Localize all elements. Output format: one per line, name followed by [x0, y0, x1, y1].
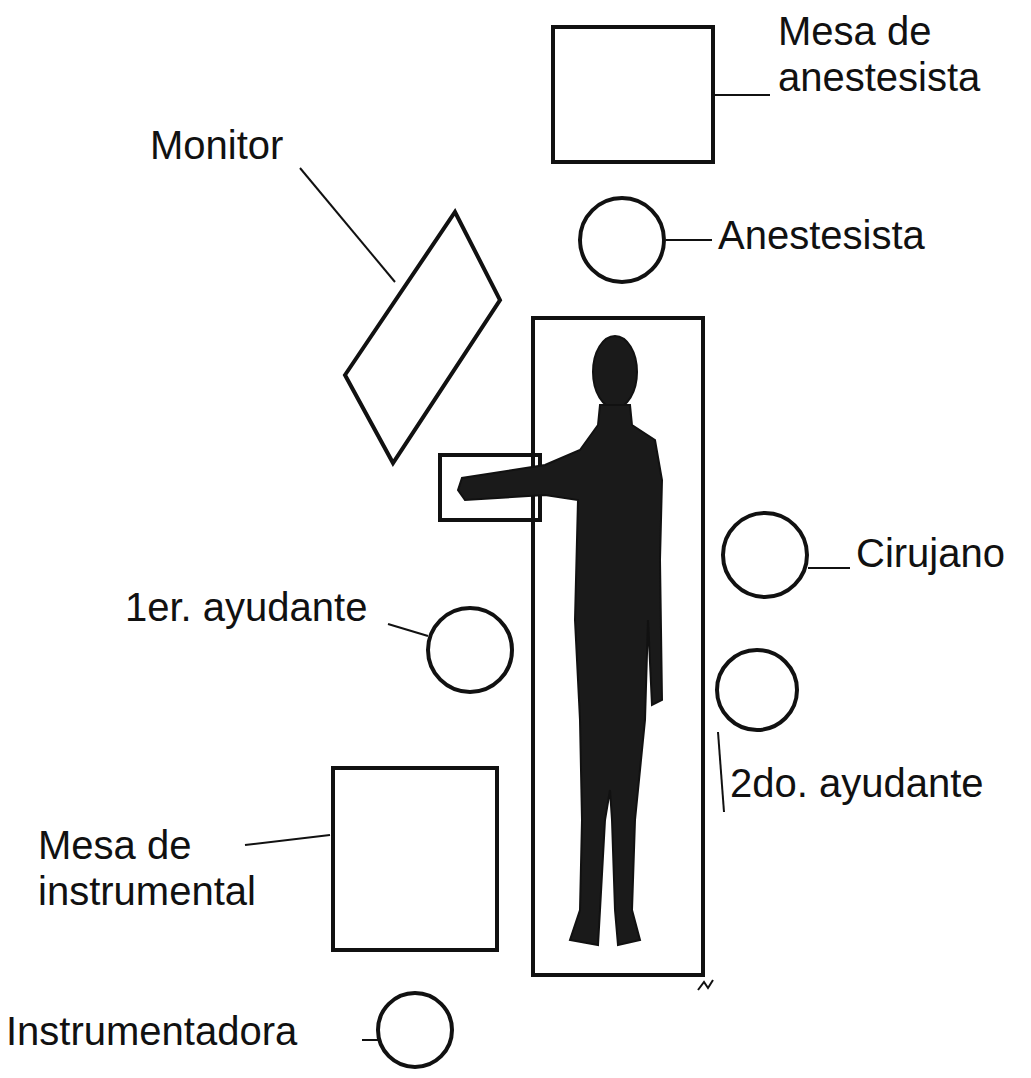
staff-label: Anestesista: [718, 212, 925, 258]
surgeon-circle: [723, 513, 807, 597]
leader-line: [362, 1039, 378, 1041]
leader-line: [245, 835, 330, 845]
second-assistant-circle: [717, 650, 797, 730]
first-assistant-circle: [428, 608, 512, 692]
leader-line: [808, 567, 850, 569]
table-label: Mesa de anestesista: [778, 8, 1023, 100]
patient-silhouette: [458, 405, 662, 945]
leader-line: [666, 239, 712, 241]
leader-line: [388, 624, 428, 636]
leader-line: [300, 168, 395, 282]
corner-mark: [698, 980, 713, 990]
patient-head: [593, 336, 637, 408]
anesthetist-circle: [580, 198, 664, 282]
anesthesia-table: [553, 27, 713, 162]
table-label: Mesa de instrumental: [38, 822, 308, 914]
staff-label: 2do. ayudante: [730, 760, 984, 806]
staff-label: Cirujano: [856, 530, 1005, 576]
staff-label: 1er. ayudante: [125, 584, 367, 630]
instrument-table: [333, 768, 497, 950]
leader-line: [715, 94, 770, 96]
scrub-nurse-circle: [378, 993, 452, 1067]
equipment-label: Monitor: [150, 122, 283, 168]
staff-label: Instrumentadora: [6, 1008, 297, 1054]
leader-line: [718, 732, 724, 812]
